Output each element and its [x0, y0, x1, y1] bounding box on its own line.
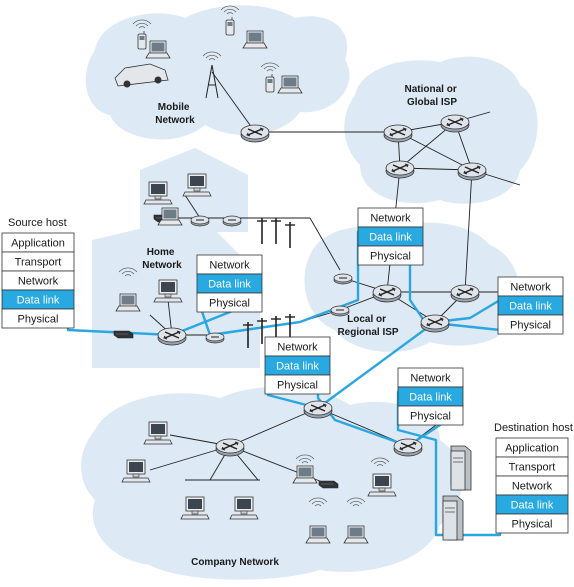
router-icon	[215, 438, 245, 457]
destination-host-label: Destination host	[494, 422, 573, 434]
layer-box	[1, 308, 75, 329]
local-isp-label: Local or Regional ISP	[337, 314, 398, 338]
layer-label: Network	[277, 342, 318, 354]
switch-icon	[190, 215, 210, 227]
company-network-cloud	[81, 386, 462, 580]
router-icon	[450, 284, 480, 303]
server-icon	[450, 445, 472, 491]
layer-box	[357, 245, 424, 266]
layer-label: Transport	[15, 257, 62, 269]
router-icon	[393, 438, 423, 457]
router-icon	[385, 160, 415, 179]
server-icon	[442, 495, 464, 541]
company-network-label: Company Network	[191, 557, 279, 568]
layer-box	[497, 314, 564, 335]
router-icon	[240, 124, 270, 143]
mobile-network-label: Mobile Network	[155, 102, 195, 126]
layer-box	[196, 292, 263, 313]
laptop-icon	[343, 525, 369, 544]
layer-label: Application	[505, 443, 559, 455]
router-icon	[383, 124, 413, 143]
switch-icon	[330, 305, 350, 317]
layer-label: Data link	[17, 295, 60, 307]
router-icon	[372, 284, 402, 303]
mobile-network-cloud	[85, 5, 350, 140]
layer-label: Physical	[370, 251, 411, 263]
car-icon	[114, 63, 169, 88]
layer-label: Data link	[276, 361, 319, 373]
layer-label: Data link	[369, 232, 412, 244]
layer-label: Transport	[509, 462, 556, 474]
utility-pole-icon	[284, 221, 296, 249]
utility-pole-icon	[256, 217, 268, 245]
switch-icon	[222, 215, 242, 227]
router-icon	[420, 314, 450, 333]
router-icon	[157, 327, 187, 346]
layer-label: Physical	[18, 314, 59, 326]
layer-label: Data link	[509, 301, 552, 313]
layer-label: Application	[11, 238, 65, 250]
modem-icon	[113, 330, 134, 339]
layer-box	[264, 374, 331, 395]
utility-pole-icon	[270, 217, 282, 245]
source-host-label: Source host	[8, 217, 67, 229]
layer-label: Network	[510, 282, 551, 294]
layer-label: Network	[370, 213, 411, 225]
layer-label: Network	[410, 373, 451, 385]
layer-label: Network	[18, 276, 59, 288]
laptop-icon	[292, 465, 318, 484]
layer-label: Network	[209, 260, 250, 272]
phone-icon	[265, 73, 275, 93]
layer-label: Physical	[510, 320, 551, 332]
home-network-label: Home Network	[142, 247, 182, 271]
layer-label: Data link	[511, 500, 554, 512]
layer-label: Data link	[208, 279, 251, 291]
switch-icon	[333, 273, 353, 285]
layer-label: Data link	[409, 392, 452, 404]
switch-icon	[205, 332, 225, 344]
phone-icon	[137, 30, 147, 50]
modem-icon	[318, 480, 339, 489]
national-isp-label: National or Global ISP	[404, 84, 459, 108]
layer-label: Physical	[277, 380, 318, 392]
router-icon	[457, 162, 487, 181]
cell-tower-icon	[202, 51, 222, 99]
layer-box	[495, 513, 569, 534]
layer-label: Physical	[209, 298, 250, 310]
laptop-icon	[145, 40, 171, 59]
layer-label: Physical	[512, 519, 553, 531]
router-icon	[440, 114, 470, 133]
laptop-icon	[305, 525, 331, 544]
laptop-icon	[242, 30, 268, 49]
laptop-icon	[157, 207, 183, 226]
phone-icon	[225, 16, 235, 36]
router-icon	[303, 400, 333, 419]
utility-pole-icon	[284, 313, 296, 341]
layer-label: Network	[512, 481, 553, 493]
laptop-icon	[277, 75, 303, 94]
layer-label: Physical	[410, 411, 451, 423]
layer-box	[397, 405, 464, 426]
